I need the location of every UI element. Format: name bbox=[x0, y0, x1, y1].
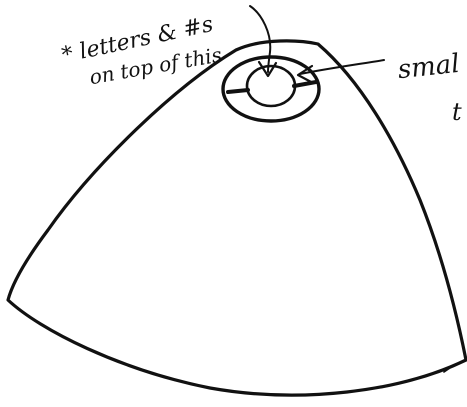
note-small-line-2: t bbox=[452, 98, 462, 126]
note-small-line-1: smal bbox=[396, 49, 461, 85]
note-letters-numbers: * letters & #s on top of this bbox=[60, 12, 224, 89]
note-small: smal t bbox=[396, 49, 462, 126]
knob-icon bbox=[223, 57, 319, 121]
cone-shape bbox=[8, 41, 466, 395]
